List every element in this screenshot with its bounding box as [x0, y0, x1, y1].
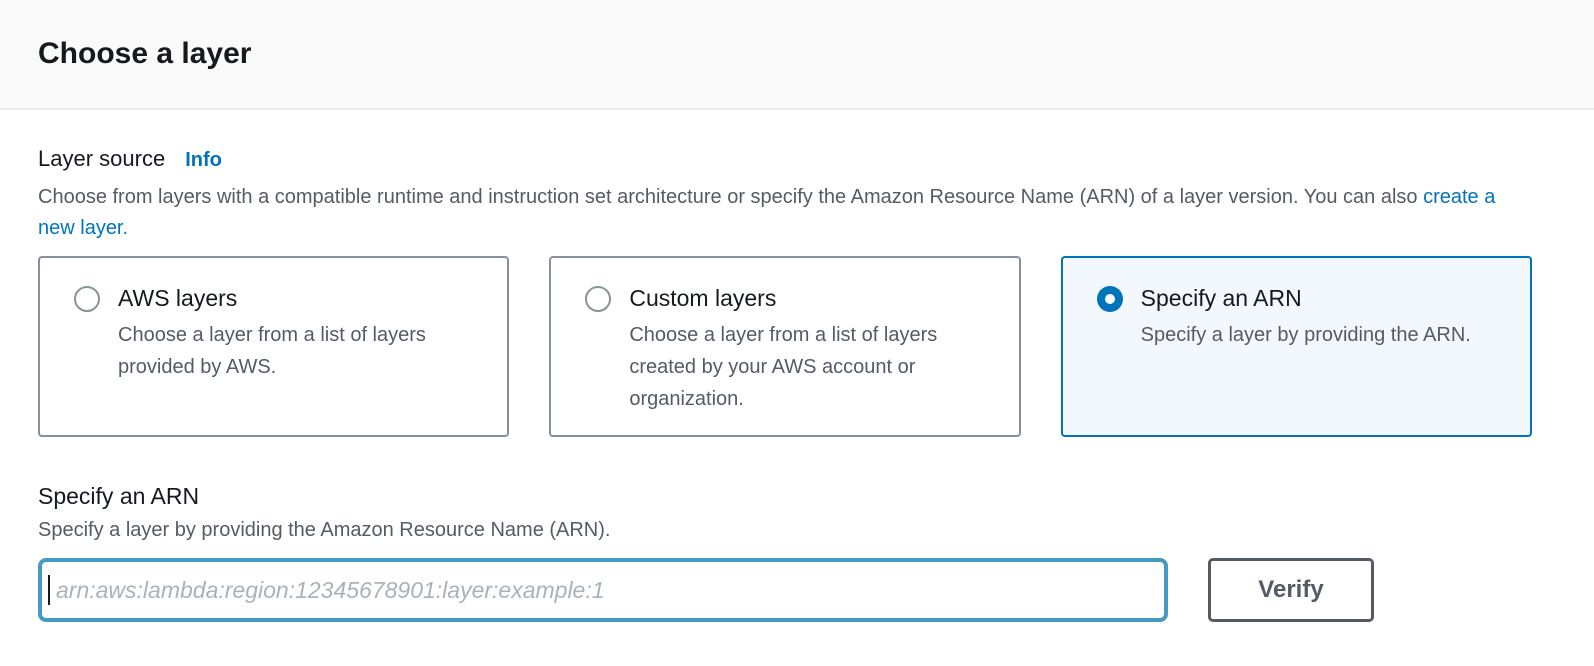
page-title: Choose a layer	[38, 37, 252, 70]
verify-button[interactable]: Verify	[1208, 558, 1374, 622]
card-description-custom-layers: Choose a layer from a list of layers cre…	[629, 324, 938, 410]
radio-specify-arn[interactable]	[1096, 286, 1123, 312]
card-text: Specify an ARN Specify a layer by provid…	[1141, 284, 1471, 351]
radio-aws-layers[interactable]	[74, 286, 100, 312]
arn-input-wrap	[38, 558, 1168, 622]
layer-source-label-row: Layer source Info	[38, 146, 1556, 172]
card-title-specify-arn: Specify an ARN	[1140, 285, 1302, 311]
specify-arn-description: Specify a layer by providing the Amazon …	[38, 519, 611, 541]
layer-source-description-text: Choose from layers with a compatible run…	[38, 186, 1424, 208]
layer-source-description: Choose from layers with a compatible run…	[38, 182, 1518, 244]
arn-input[interactable]	[38, 558, 1168, 622]
layer-source-label: Layer source	[38, 146, 166, 171]
arn-input-row: Verify	[38, 558, 1556, 622]
card-text: Custom layers Choose a layer from a list…	[629, 284, 998, 415]
page-header: Choose a layer	[0, 0, 1594, 110]
layer-source-card-specify-arn[interactable]: Specify an ARN Specify a layer by provid…	[1060, 256, 1532, 437]
create-new-layer-link[interactable]: create a new layer.	[38, 186, 1496, 239]
layer-source-card-custom-layers[interactable]: Custom layers Choose a layer from a list…	[549, 256, 1021, 437]
info-link[interactable]: Info	[185, 149, 222, 171]
card-title-aws-layers: AWS layers	[118, 285, 238, 311]
card-title-custom-layers: Custom layers	[629, 285, 777, 311]
radio-custom-layers[interactable]	[585, 286, 612, 312]
layer-source-options: AWS layers Choose a layer from a list of…	[38, 256, 1532, 437]
card-description-specify-arn: Specify a layer by providing the ARN.	[1140, 324, 1471, 346]
card-text: AWS layers Choose a layer from a list of…	[118, 284, 487, 383]
specify-arn-heading: Specify an ARN	[38, 483, 200, 509]
choose-layer-panel: Layer source Info Choose from layers wit…	[0, 110, 1594, 622]
card-description-aws-layers: Choose a layer from a list of layers pro…	[118, 324, 426, 378]
layer-source-card-aws-layers[interactable]: AWS layers Choose a layer from a list of…	[38, 256, 510, 437]
text-caret	[48, 575, 50, 605]
